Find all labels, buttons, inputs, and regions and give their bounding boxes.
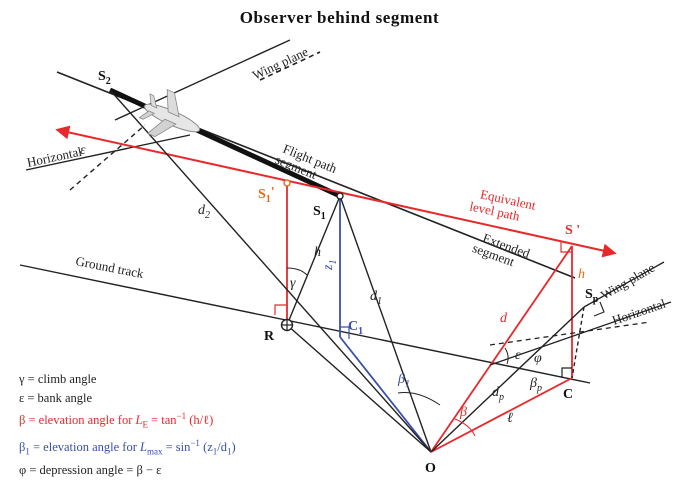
- label-s2: S2: [98, 69, 111, 87]
- symbol-phi: φ: [534, 351, 542, 366]
- aircraft-icon: [138, 88, 201, 138]
- label-wing-plane-right: Wing plane: [598, 260, 657, 303]
- legend-beta1: β1 = elevation angle for Lmax = sin−1 (z…: [19, 438, 236, 457]
- symbol-dp: dp: [492, 385, 504, 403]
- label-c: C: [563, 387, 573, 402]
- symbol-beta: β: [459, 405, 467, 420]
- label-equivalent-path: Equivalentlevel path: [468, 185, 537, 227]
- horizontal-right-dashed: [489, 321, 651, 346]
- ell-line: [430, 377, 573, 453]
- symbol-d: d: [500, 311, 508, 326]
- point-s1prime: [283, 179, 291, 187]
- symbol-d2: d2: [198, 203, 210, 221]
- point-r: [280, 318, 294, 332]
- d2-line: [109, 89, 432, 453]
- right-angle-c: [561, 367, 572, 378]
- d-line: [430, 245, 573, 453]
- label-sprime: S ': [565, 223, 580, 238]
- beta-arc: [454, 418, 476, 437]
- label-extended-segment: Extendedsegment: [471, 228, 533, 273]
- legend: γ = climb angle ε = bank angle β = eleva…: [19, 370, 236, 480]
- label-c1: C1: [348, 319, 363, 337]
- label-horizontal-right: Horizontal: [610, 295, 668, 327]
- label-sp: Sp: [585, 287, 599, 305]
- equivalent-level-path: [55, 125, 617, 258]
- label-horizontal-left: Horizontal: [26, 144, 84, 170]
- legend-epsilon: ε = bank angle: [19, 390, 93, 405]
- symbol-ell: ℓ: [507, 411, 513, 426]
- c1-to-o: [339, 336, 432, 453]
- legend-beta: β = elevation angle for LE = tan−1 (h/ℓ): [19, 411, 214, 430]
- wing-plane-top-line: [114, 39, 291, 121]
- right-angle-sp: [593, 301, 605, 317]
- beta1-arc: [397, 392, 441, 406]
- label-s1prime: S1': [258, 185, 275, 205]
- d1-line: [339, 195, 432, 453]
- legend-gamma: γ = climb angle: [19, 372, 97, 386]
- symbol-epsilon-left: ε: [80, 143, 86, 158]
- symbol-z1: z1: [321, 260, 339, 271]
- label-ground-track: Ground track: [74, 253, 145, 281]
- symbol-h-left: h: [314, 245, 321, 260]
- label-s1: S1: [313, 204, 326, 222]
- sp-c-dashed: [571, 306, 585, 379]
- epsilon-arc: [504, 347, 509, 365]
- symbol-beta1: β1: [397, 372, 410, 390]
- right-angle-sprime: [560, 242, 572, 253]
- label-wing-plane-top: Wing plane: [250, 44, 311, 83]
- right-angle-r: [274, 304, 287, 315]
- gamma-arc: [286, 267, 308, 276]
- wing-plane-right-line: [583, 261, 665, 308]
- label-r: R: [264, 329, 275, 344]
- right-angle-c1: [340, 326, 350, 339]
- diagram-title: Observer behind segment: [239, 8, 440, 27]
- dp-line: [430, 306, 585, 453]
- symbol-h-right: h: [578, 267, 585, 282]
- legend-phi: φ = depression angle = β − ε: [19, 463, 162, 478]
- wing-plane-top-dashed: [259, 51, 321, 81]
- symbol-gamma: γ: [290, 276, 296, 291]
- symbol-betap: βp: [529, 376, 542, 394]
- symbol-epsilon-right: ε: [515, 348, 521, 363]
- r-to-o: [286, 324, 432, 453]
- symbol-d1: d1: [370, 289, 382, 307]
- point-s1: [336, 192, 344, 200]
- s1-to-r: [286, 195, 341, 326]
- horizontal-right-line: [489, 301, 672, 366]
- label-o: O: [425, 461, 436, 476]
